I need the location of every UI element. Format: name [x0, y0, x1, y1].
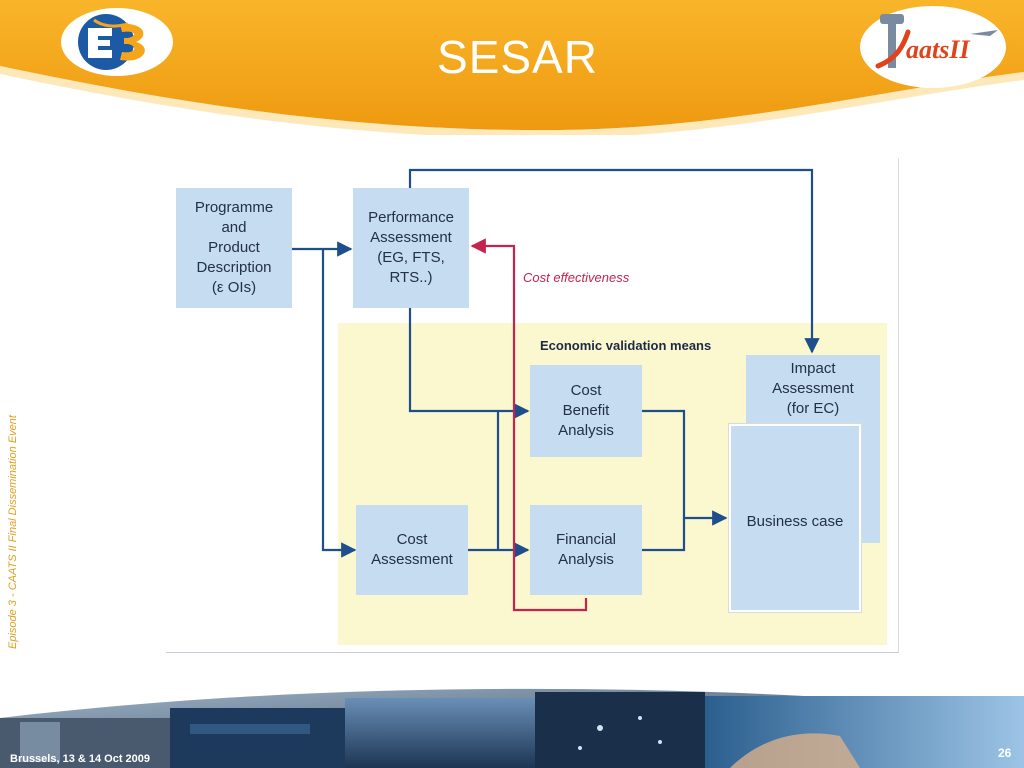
- performance-assessment-box: Performance Assessment (EG, FTS, RTS..): [353, 188, 469, 308]
- slide-title: SESAR: [437, 31, 598, 83]
- cost-effectiveness-label: Cost effectiveness: [523, 270, 630, 285]
- header-swoosh: [0, 0, 1024, 135]
- arrow-programme-to-cost-assessment: [321, 249, 357, 558]
- caats-logo: aatsII: [858, 4, 1008, 90]
- arrow-performance-to-impact: [408, 168, 820, 354]
- business-case-box: Business case: [729, 424, 861, 612]
- financial-analysis-box: Financial Analysis: [530, 505, 642, 595]
- footer-image-strip: Brussels, 13 & 14 Oct 2009 26: [0, 678, 1024, 768]
- zone-label: Economic validation means: [540, 338, 712, 353]
- side-caption: Episode 3 - CAATS II Final Dissemination…: [7, 415, 19, 649]
- cost-assessment-box: Cost Assessment: [356, 505, 468, 595]
- arrow-financial-to-business: [642, 518, 686, 552]
- caats-logo-text: aatsII: [906, 35, 970, 64]
- programme-product-description-box: Programme and Product Description (ε OIs…: [176, 188, 292, 308]
- arrow-performance-to-cba: [408, 308, 530, 419]
- page-number: 26: [998, 746, 1012, 760]
- footer-photo-collage: [0, 680, 1024, 768]
- cost-benefit-analysis-box: Cost Benefit Analysis: [530, 365, 642, 457]
- e3-logo: [58, 6, 176, 78]
- slide-header: SESAR aatsII: [0, 0, 1024, 135]
- sesar-process-diagram: Economic validation means: [166, 158, 899, 653]
- arrow-cost-effectiveness: [470, 238, 588, 612]
- footer-event-date: Brussels, 13 & 14 Oct 2009: [10, 753, 151, 765]
- arrow-cba-to-business: [642, 409, 728, 526]
- connector-lines: [292, 168, 820, 612]
